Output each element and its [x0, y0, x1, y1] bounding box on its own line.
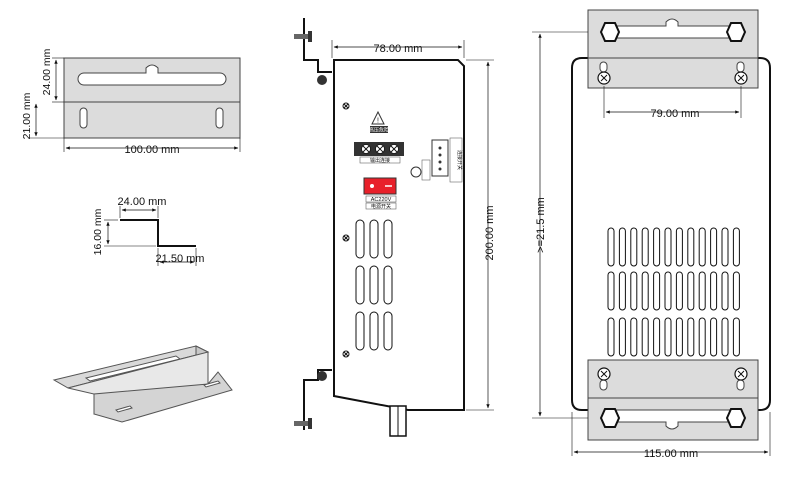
- vent-slot: [732, 271, 740, 311]
- indicator-led: [410, 166, 422, 178]
- vent-slot: [675, 317, 683, 357]
- vent-slot: [607, 317, 615, 357]
- top-screw-icon: [294, 31, 327, 85]
- total-height-label: 21.00 mm: [21, 92, 33, 139]
- warning-icon: [371, 110, 385, 125]
- top-width-label: 24.00 mm: [118, 196, 167, 208]
- bottom-width-label: 21.50 mm: [156, 253, 205, 265]
- top-nut-right-icon: [725, 22, 747, 42]
- vent-slot: [675, 227, 683, 267]
- corner-screw-icons: [342, 102, 350, 358]
- housing-outline: [333, 59, 465, 411]
- vent-slot: [698, 271, 706, 311]
- bracket-profile: 24.00 mm 16.00 mm 21.50 mm: [92, 196, 204, 266]
- vent-slot: [664, 271, 672, 311]
- vent-slot: [618, 317, 626, 357]
- unit-front-view: 79.00 mm >=21.5 mm 115.00 mm: [532, 9, 771, 460]
- svg-text:!: !: [377, 118, 379, 125]
- vent-slot: [698, 317, 706, 357]
- bracket-long-slot: [77, 64, 227, 86]
- vent-slot: [698, 227, 706, 267]
- depth-label: 78.00 mm: [374, 43, 423, 55]
- side-vents: [355, 219, 393, 351]
- iso-lower-slot-right: [203, 380, 221, 388]
- power-switch: [363, 177, 397, 195]
- top-screw-right-icon: [734, 71, 748, 85]
- bottom-screw-left-icon: [597, 367, 611, 381]
- vent-slot: [664, 227, 672, 267]
- vent-slot: [721, 317, 729, 357]
- hole-spacing-label: 79.00 mm: [651, 108, 700, 120]
- unit-side-view: ! 高压危险 输出连接 连接开关 AC220V 电源开关: [294, 18, 496, 437]
- vent-slot: [641, 227, 649, 267]
- vent-slot: [618, 271, 626, 311]
- vent-slot: [653, 317, 661, 357]
- side-bracket-bottom: [303, 369, 332, 430]
- side-connector: [431, 139, 449, 177]
- vent-slot: [732, 227, 740, 267]
- vent-slot: [721, 271, 729, 311]
- bottom-screw-right-icon: [734, 367, 748, 381]
- front-bottom-slot: [607, 409, 739, 430]
- switch-label: AC220V: [371, 197, 392, 203]
- bottom-nut-right-icon: [725, 408, 747, 428]
- vent-slot: [630, 317, 638, 357]
- vent-slot: [653, 271, 661, 311]
- vent-slot: [687, 271, 695, 311]
- vent-slot: [687, 227, 695, 267]
- upper-height-label: 24.00 mm: [41, 48, 53, 95]
- vent-slot: [721, 227, 729, 267]
- bracket-small-slot-right: [215, 107, 224, 129]
- warning-caption: 高压危险: [369, 127, 389, 134]
- profile-line: [120, 219, 196, 247]
- vent-slot: [664, 317, 672, 357]
- profile-height-label: 16.00 mm: [92, 208, 104, 255]
- vent-slot: [607, 227, 615, 267]
- vent-slot: [710, 227, 718, 267]
- bottom-screw-icon: [294, 371, 327, 429]
- unit-height-label: 200.00 mm: [484, 205, 496, 260]
- vent-slot: [687, 317, 695, 357]
- front-height-label: >=21.5 mm: [535, 197, 547, 253]
- vent-slot: [675, 271, 683, 311]
- vent-slot: [630, 271, 638, 311]
- bracket-isometric: [52, 345, 233, 423]
- bracket-small-slot-left: [79, 107, 88, 129]
- vent-slot: [641, 317, 649, 357]
- side-caption: 连接开关: [456, 150, 463, 170]
- vent-slot: [630, 227, 638, 267]
- top-screw-left-icon: [597, 71, 611, 85]
- width-label: 100.00 mm: [124, 144, 179, 156]
- vent-slot: [641, 271, 649, 311]
- top-nut-left-icon: [599, 22, 621, 42]
- vent-slot: [710, 317, 718, 357]
- switch-caption: 电源开关: [371, 203, 391, 210]
- side-bracket-top: [303, 18, 332, 73]
- bottom-nut-left-icon: [599, 408, 621, 428]
- vent-slot: [607, 271, 615, 311]
- bracket-top-view: 100.00 mm 24.00 mm 21.00 mm: [21, 48, 241, 156]
- vent-slot: [732, 317, 740, 357]
- vent-slot: [618, 227, 626, 267]
- vent-slot: [653, 227, 661, 267]
- vent-slot: [710, 271, 718, 311]
- terminal-caption: 输出连接: [370, 157, 390, 164]
- front-vents: [607, 227, 740, 357]
- front-width-label: 115.00 mm: [644, 448, 698, 460]
- iso-lower-slot-left: [115, 405, 133, 413]
